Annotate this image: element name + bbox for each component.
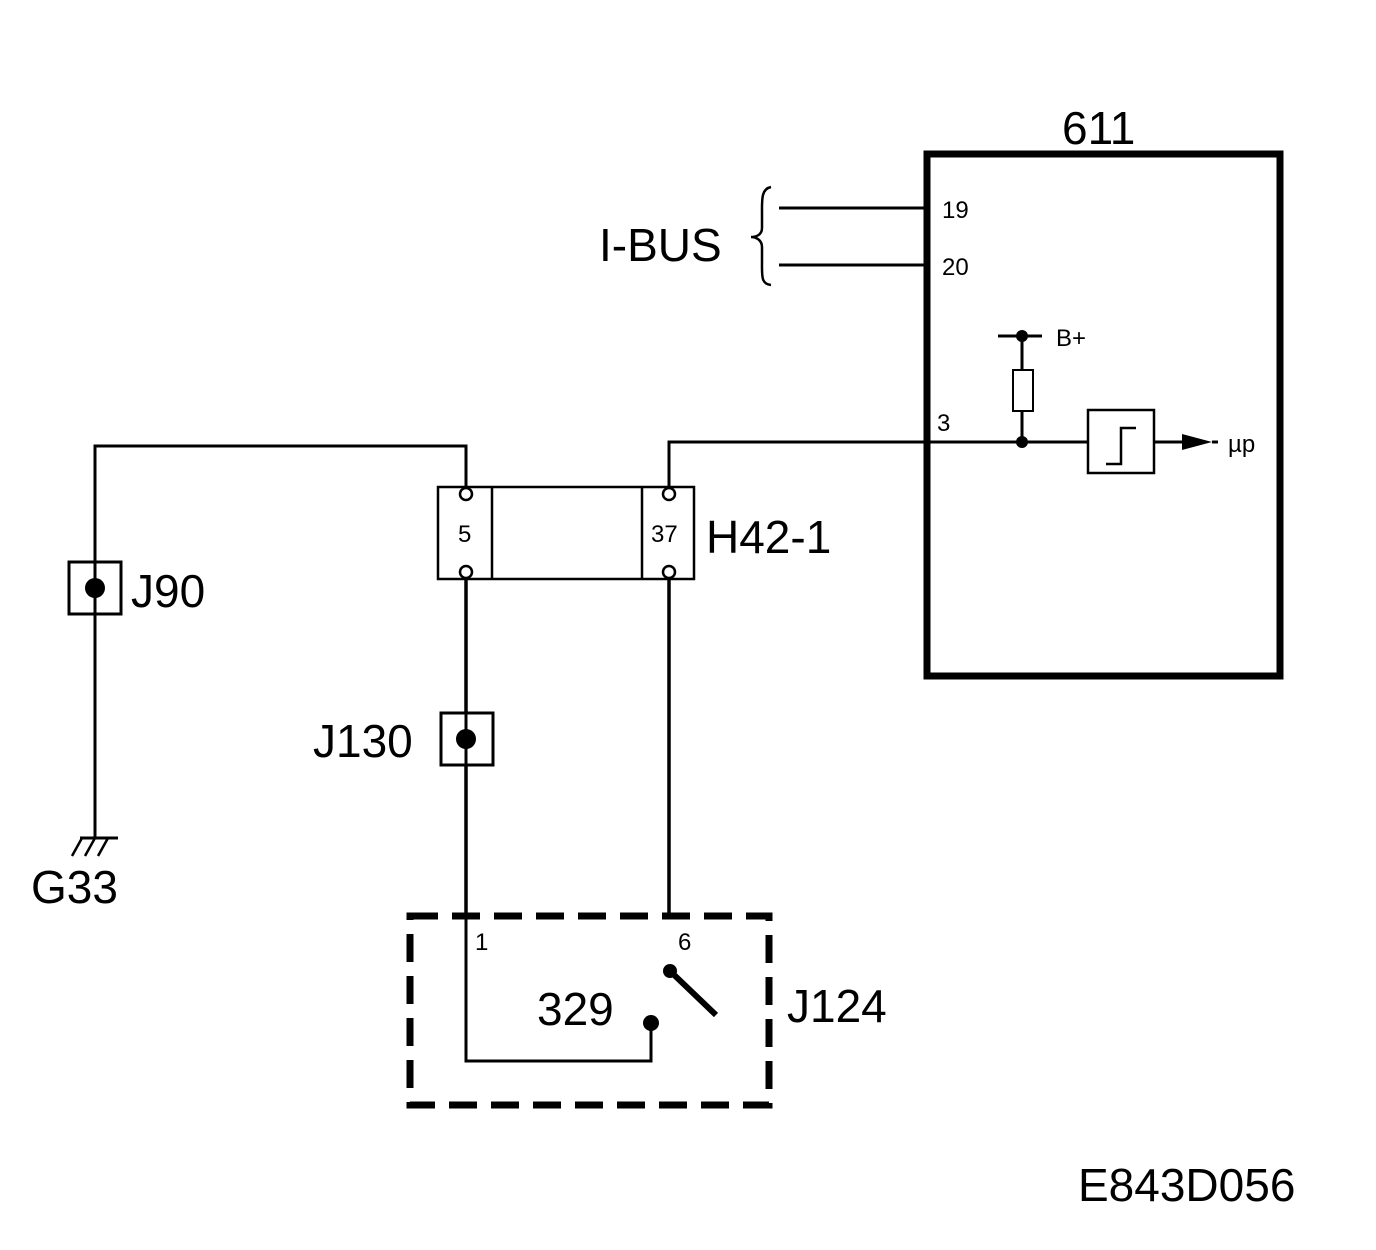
connector-h42-1: 5 37 H42-1 — [436, 485, 831, 581]
bus-brace-icon — [750, 185, 772, 287]
junction-label: J90 — [131, 565, 205, 617]
ground-hatch — [70, 837, 84, 857]
wire-module-to-h42-37 — [667, 440, 927, 488]
junction-j90: J90 — [67, 560, 205, 617]
i-bus: I-BUS — [599, 185, 927, 287]
ground-label: G33 — [31, 861, 118, 913]
connector-body — [436, 485, 696, 581]
arrow-icon — [1182, 434, 1212, 450]
ground-hatch — [83, 837, 97, 857]
junction-j130: J130 — [313, 711, 495, 767]
connector-pin-b: 37 — [651, 521, 678, 548]
pull-up-resistor — [1012, 369, 1034, 412]
connector-pin-a: 5 — [458, 521, 471, 548]
output-label: µp — [1228, 431, 1255, 458]
switch-pin-1: 1 — [475, 929, 488, 956]
figure-code: E843D056 — [1078, 1159, 1295, 1211]
terminal-37-top — [661, 486, 677, 502]
bus-label: I-BUS — [599, 219, 722, 271]
terminal-5-bottom — [458, 564, 474, 580]
module-outline — [923, 150, 1284, 680]
junction-label: J130 — [313, 715, 413, 767]
wire-ground-to-h42-5 — [93, 444, 468, 838]
switch-lever — [667, 968, 719, 1018]
junction-dot — [85, 578, 105, 598]
module-pin-3: 3 — [937, 410, 950, 437]
component-boundary — [406, 912, 773, 1109]
terminal-37-bottom — [661, 564, 677, 580]
module-pin-19: 19 — [942, 197, 969, 224]
supply-label: B+ — [1056, 325, 1086, 352]
switch-internal-wire — [464, 916, 653, 1063]
switch-fixed-contact — [643, 1015, 659, 1031]
switch-pin-6: 6 — [678, 929, 691, 956]
switch-label: 329 — [537, 983, 614, 1035]
trigger-symbol — [1106, 426, 1136, 466]
control-module-611: 611 19 20 3 B+ µp — [923, 102, 1284, 680]
module-label: 611 — [1062, 102, 1135, 154]
terminal-5-top — [458, 486, 474, 502]
ground-hatch — [96, 837, 110, 857]
switch-connector-label: J124 — [787, 980, 887, 1032]
junction-dot — [456, 729, 476, 749]
switch-329: 1 6 329 J124 — [406, 912, 887, 1109]
ground-g33: G33 — [31, 836, 118, 913]
connector-label: H42-1 — [706, 511, 831, 563]
module-pin-20: 20 — [942, 254, 969, 281]
